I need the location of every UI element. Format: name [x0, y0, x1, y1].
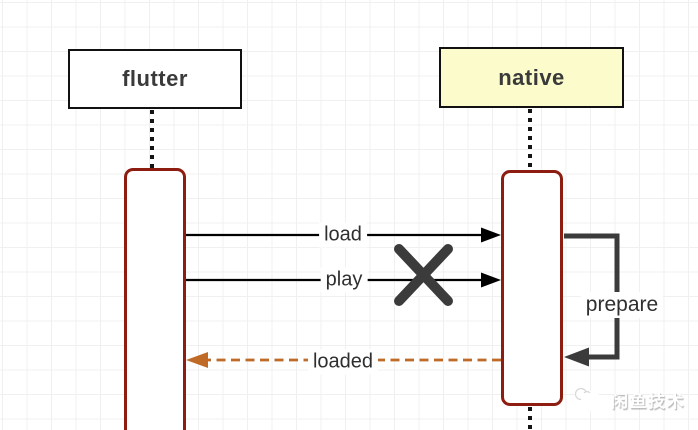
message-prepare-label: prepare [580, 292, 664, 318]
message-play-label: play [320, 267, 368, 293]
lifeline-flutter [150, 110, 154, 168]
activation-bar-flutter [124, 168, 186, 430]
failure-x-icon [394, 244, 453, 306]
watermark-label: 闲鱼技术 [611, 391, 685, 411]
activation-bar-native [501, 170, 563, 406]
fish-icon [574, 387, 601, 411]
message-load-label: load [319, 222, 367, 248]
watermark: 闲鱼技术 [572, 385, 685, 413]
message-loaded-label: loaded [307, 349, 379, 375]
actor-flutter-box: flutter [68, 49, 242, 109]
lifeline-native-continuation [528, 407, 532, 430]
lifeline-native [528, 109, 532, 170]
actor-native-box: native [439, 47, 624, 108]
actor-flutter-label: flutter [122, 66, 188, 91]
actor-native-label: native [498, 64, 565, 90]
